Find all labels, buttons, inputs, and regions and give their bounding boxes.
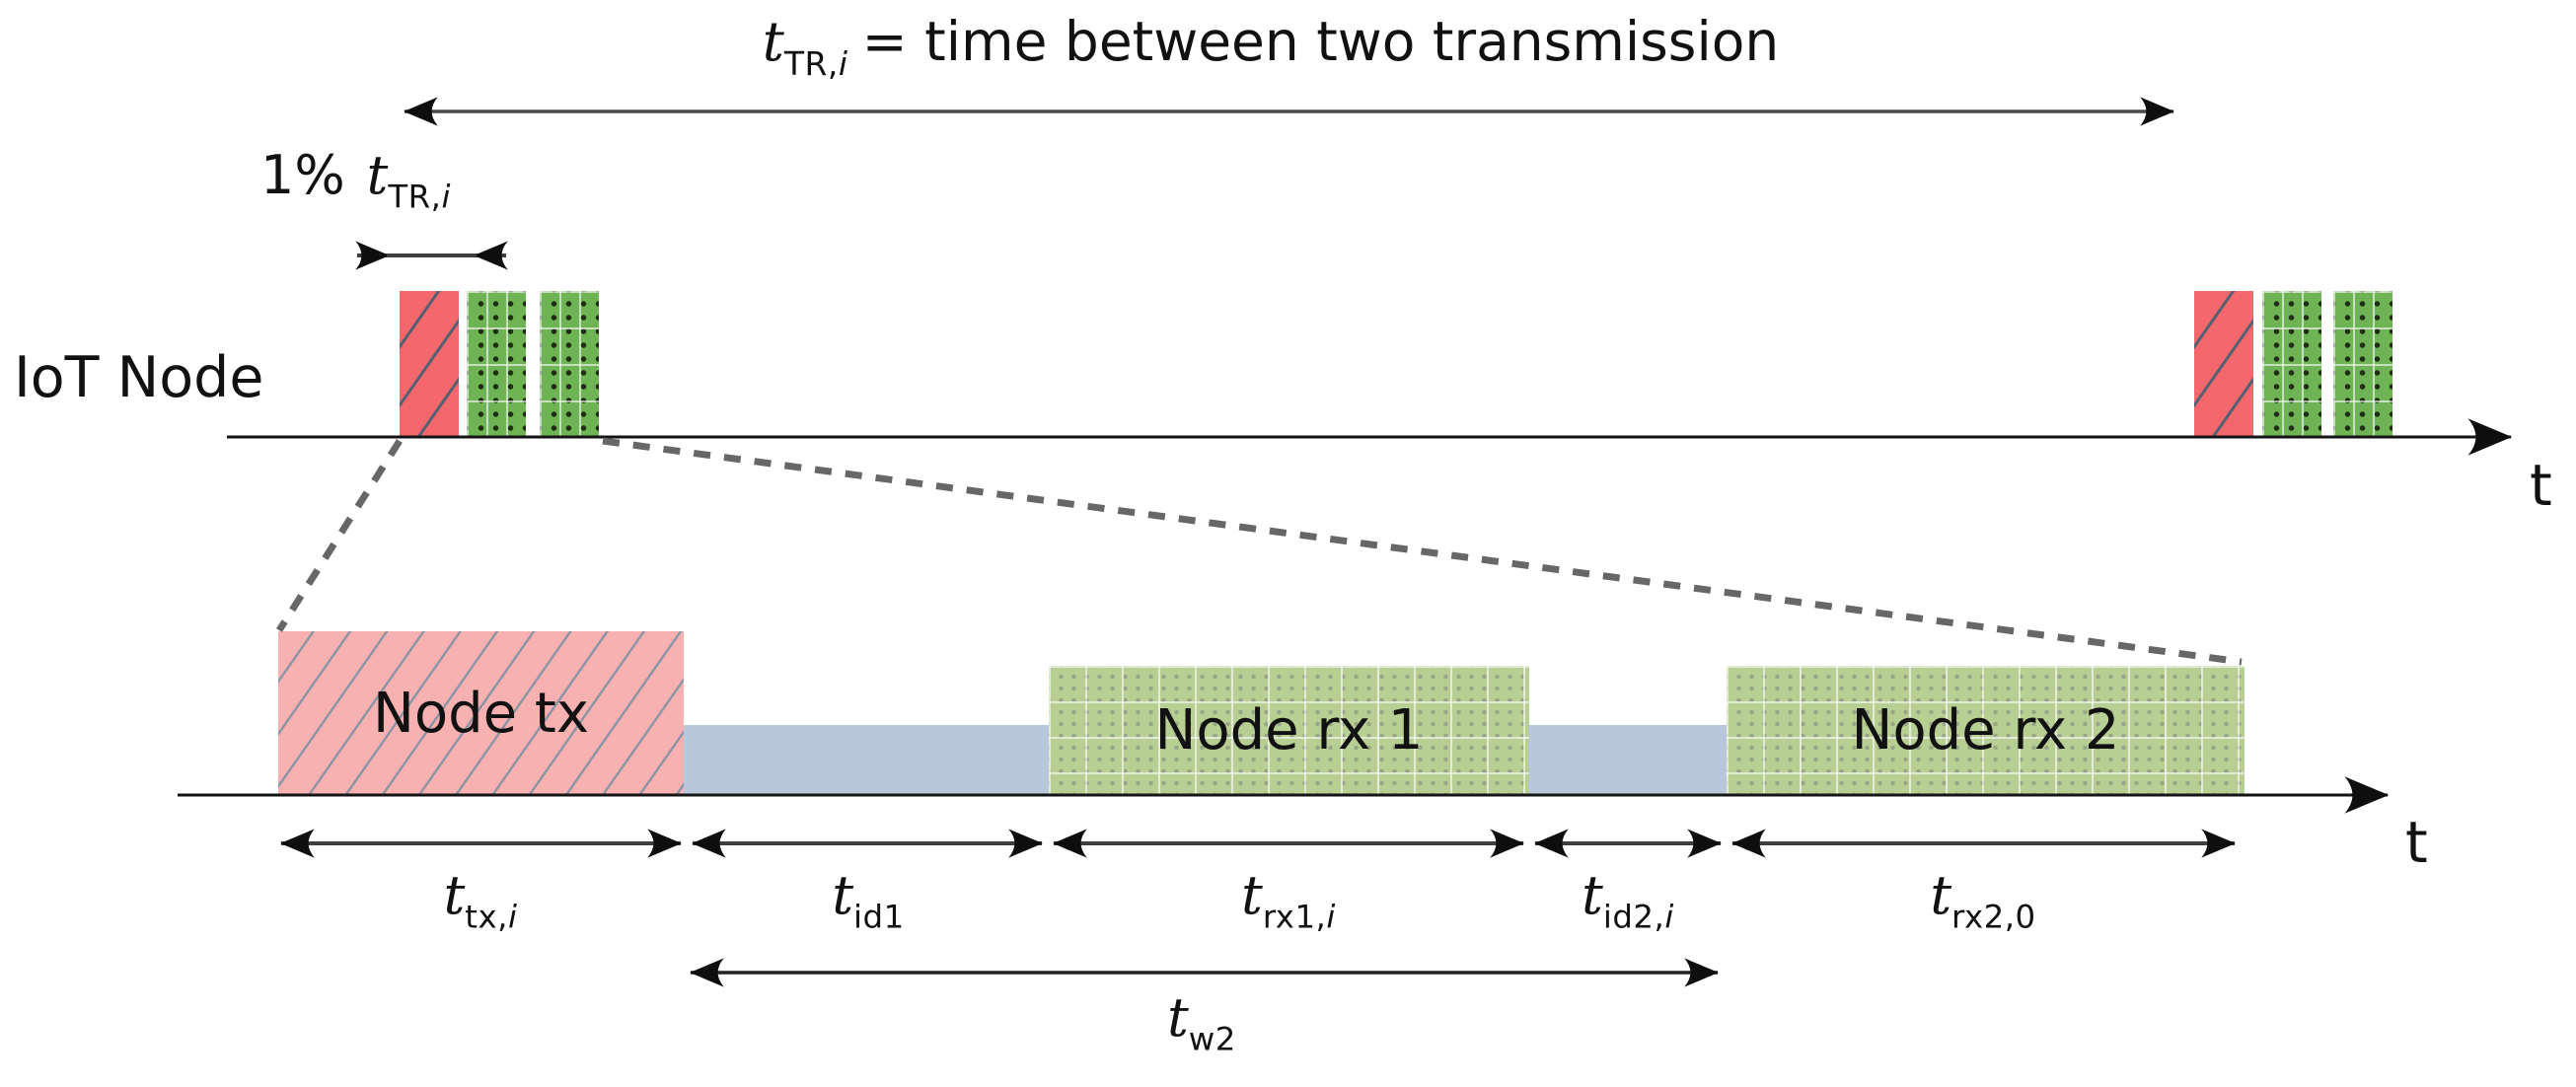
idle1-block [684, 725, 1049, 795]
idle2-block [1529, 725, 1727, 795]
iot-node-label: IoT Node [14, 345, 264, 410]
duty-percent: 1% [260, 144, 345, 206]
zoom-connector-left [276, 439, 403, 632]
title-text: = time between two transmission [861, 10, 1780, 73]
duty-variable: tTR,i [366, 144, 451, 216]
t-rx1-label: trx1,i [1241, 864, 1336, 936]
node-rx1-block: Node rx 1 [1049, 666, 1529, 795]
diagram-title: tTR,i= time between two transmission [600, 10, 1942, 83]
bottom-axis-t-label: t [2405, 809, 2428, 876]
t-w2-label: tw2 [1167, 986, 1236, 1058]
tx-burst-left [400, 291, 459, 437]
node-tx-label: Node tx [372, 681, 590, 746]
title-variable: tTR,i [762, 10, 848, 83]
node-rx2-block: Node rx 2 [1727, 666, 2245, 795]
rx1-burst-right [2262, 291, 2321, 437]
t-rx2-label: trx2,0 [1930, 864, 2036, 936]
t-id2-label: tid2,i [1582, 864, 1674, 936]
t-tx-label: ttx,i [443, 864, 518, 936]
node-tx-block: Node tx [278, 631, 684, 795]
zoom-connector-right [602, 437, 2243, 666]
t-id1-label: tid1 [832, 864, 905, 936]
rx1-burst-left [467, 291, 526, 437]
rx2-burst-left [540, 291, 599, 437]
top-axis-t-label: t [2530, 452, 2552, 519]
node-rx1-label: Node rx 1 [1154, 698, 1424, 762]
duty-cycle-label: 1% tTR,i [260, 144, 451, 216]
node-rx2-label: Node rx 2 [1851, 698, 2120, 762]
rx2-burst-right [2333, 291, 2392, 437]
tx-burst-right [2194, 291, 2253, 437]
